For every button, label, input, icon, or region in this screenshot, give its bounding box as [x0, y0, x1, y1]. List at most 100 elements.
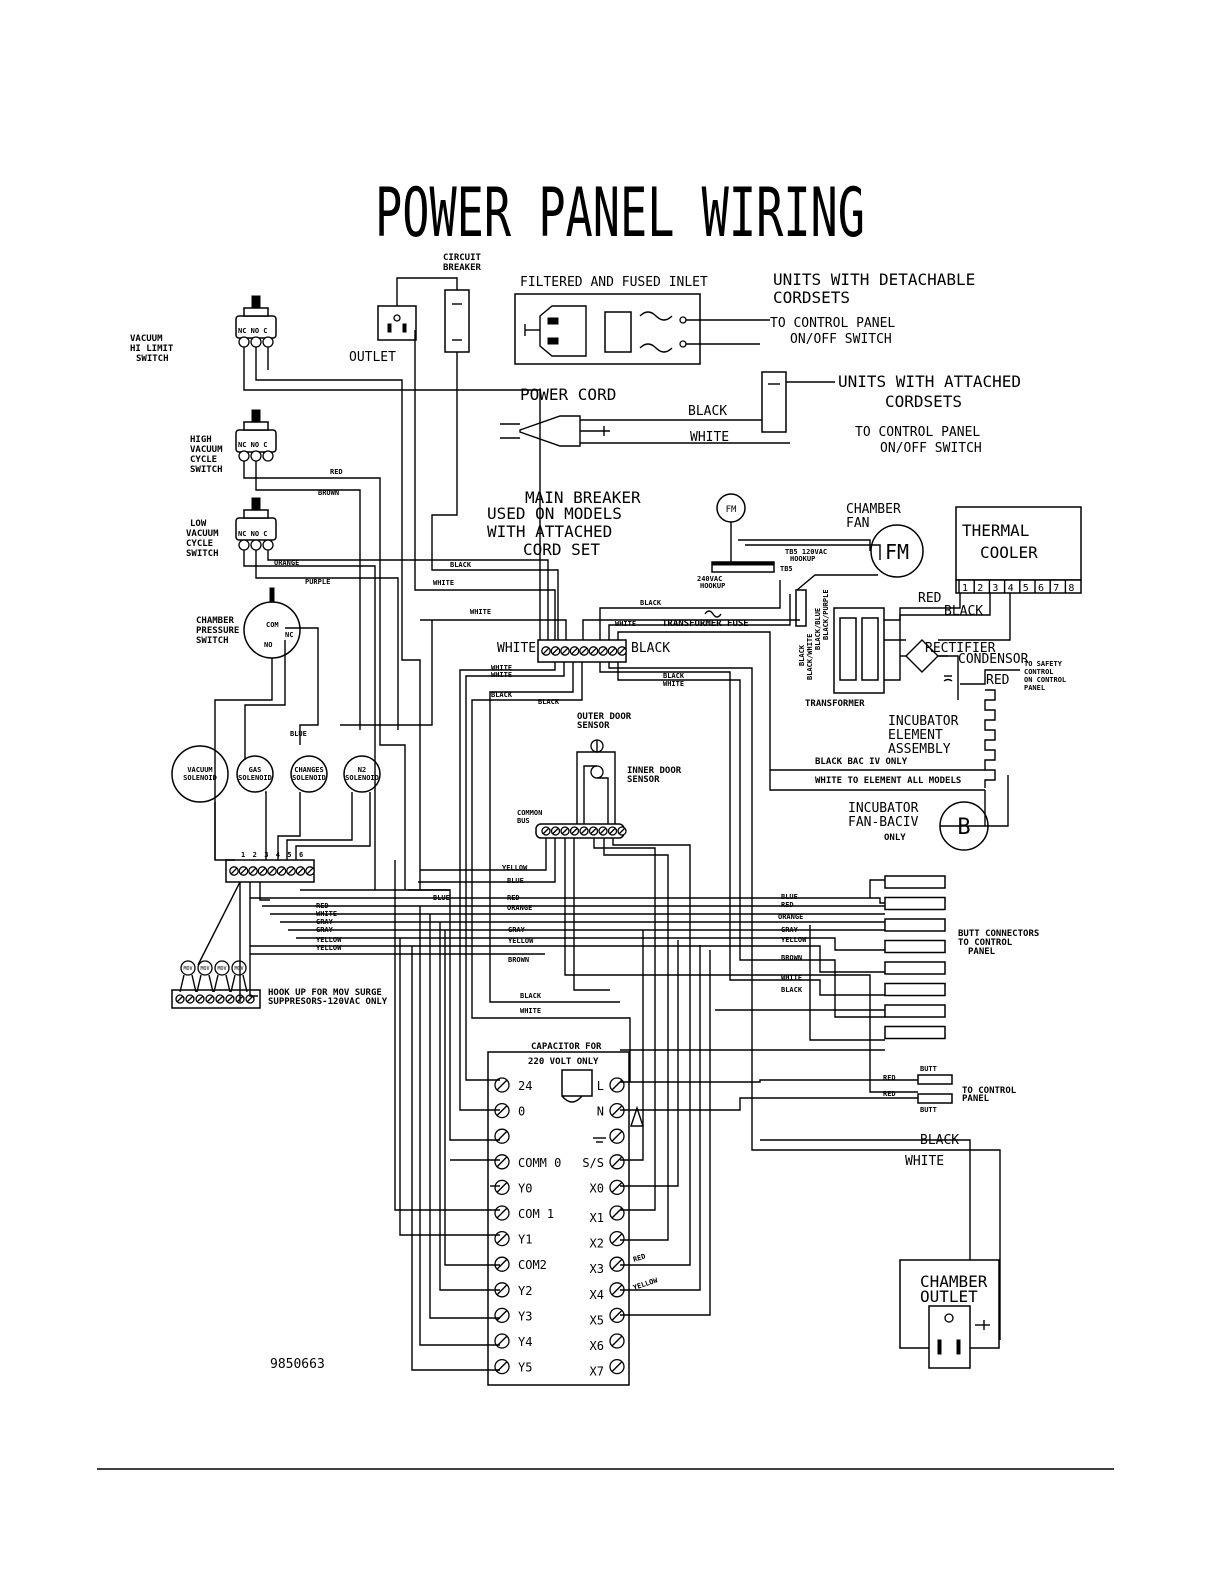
butt-connector-red-2 — [917, 1093, 953, 1104]
to-control-panel-1a: TO CONTROL PANEL — [770, 316, 895, 331]
controller-right-label: X5 — [590, 1313, 604, 1327]
controller-right-label: X6 — [590, 1339, 604, 1353]
changes-solenoid-label-1: CHANGES — [294, 766, 324, 774]
bus-terminal-screw — [579, 826, 589, 836]
svg-text:PURPLE: PURPLE — [305, 578, 330, 586]
svg-text:RED: RED — [632, 1252, 647, 1264]
solenoid-terminal-2: 2 — [253, 851, 257, 859]
butt-connector — [884, 1004, 946, 1018]
svg-text:BLUE: BLUE — [781, 893, 798, 901]
svg-text:BROWN: BROWN — [781, 954, 802, 962]
controller-left-terminal — [494, 1102, 510, 1119]
changes-solenoid-label-2: SOLENOID — [292, 774, 326, 782]
butt-label-2: BUTT — [920, 1106, 937, 1114]
svg-text:WHITE: WHITE — [781, 974, 802, 982]
butt-connector — [884, 896, 946, 911]
controller-right-label: X0 — [590, 1181, 604, 1195]
svg-text:BLACK: BLACK — [640, 599, 662, 607]
svg-text:YELLOW: YELLOW — [508, 937, 534, 945]
controller-left-label: COM2 — [518, 1258, 547, 1272]
tb5-120-label-2: HOOKUP — [790, 555, 815, 563]
low-vacuum-label-2: VACUUM — [186, 529, 219, 539]
mov-label: MOV — [217, 966, 226, 972]
svg-text:BLACK/BLUE: BLACK/BLUE — [814, 608, 822, 650]
controller-right-terminal — [609, 1230, 625, 1247]
inner-door-sensor — [590, 765, 604, 779]
bus-terminal-screw — [560, 826, 570, 836]
incubator-element-label-1: INCUBATOR — [888, 714, 959, 729]
svg-text:B: B — [957, 815, 970, 840]
butt-connector — [884, 961, 946, 975]
low-vacuum-label-4: SWITCH — [186, 549, 219, 559]
main-breaker-label-1: MAIN BREAKER — [525, 488, 641, 507]
svg-text:WHITE: WHITE — [615, 620, 636, 628]
main-breaker-label-3: WITH ATTACHED — [487, 522, 612, 541]
bus-terminal-screw — [569, 826, 580, 836]
mov-terminal-screw — [185, 994, 195, 1004]
controller-left-terminal — [494, 1077, 510, 1093]
circuit-breaker-label-1: CIRCUIT — [443, 253, 482, 263]
controller-left-label: Y4 — [518, 1335, 532, 1349]
solenoid-terminal-screw — [257, 866, 268, 876]
svg-text:WHITE: WHITE — [470, 608, 491, 616]
cooler-terminal-8: 8 — [1068, 583, 1074, 594]
svg-text:FM: FM — [885, 540, 909, 564]
controller-right-label: X7 — [590, 1365, 604, 1379]
mov-terminal-screw — [215, 994, 225, 1004]
controller-left-terminal — [494, 1333, 510, 1349]
controller-right-label: X2 — [590, 1237, 604, 1251]
bus-terminal-screw — [598, 826, 608, 836]
svg-text:GRAY: GRAY — [316, 926, 334, 934]
bus-terminal-screw — [607, 826, 618, 836]
mov-hookup-label-2: SUPPRESORS-120VAC ONLY — [268, 997, 388, 1007]
svg-text:ORANGE: ORANGE — [778, 913, 803, 921]
wires — [197, 277, 1020, 1371]
mov-label: MOV — [234, 966, 243, 972]
to-control-panel-1b: ON/OFF SWITCH — [790, 332, 892, 347]
tb5-120-label-1: TB5 120VAC — [785, 548, 827, 556]
butt-connectors-label-3: PANEL — [968, 947, 996, 957]
svg-text:NO: NO — [264, 641, 272, 649]
safety-label-3: ON CONTROL — [1024, 676, 1066, 684]
controller-right-label: X3 — [590, 1262, 604, 1276]
main-terminal-screw — [579, 646, 589, 656]
controller-left-label: 24 — [518, 1079, 532, 1093]
controller-left-label: Y3 — [518, 1309, 532, 1323]
mov-terminal-screw — [205, 994, 215, 1004]
black-label-cooler: BLACK — [944, 604, 983, 619]
common-bus-label-1: COMMON — [517, 809, 542, 817]
diagram-title: POWER PANEL WIRING — [375, 174, 865, 253]
black-bac-label: BLACK BAC IV ONLY — [815, 757, 908, 767]
common-bus-block — [535, 823, 627, 839]
transformer — [795, 589, 885, 694]
outlet — [377, 305, 417, 341]
to-control-panel-2b: ON/OFF SWITCH — [880, 441, 982, 456]
vacuum-solenoid-label-2: SOLENOID — [183, 774, 217, 782]
outlet-label: OUTLET — [349, 350, 396, 365]
svg-text:BROWN: BROWN — [318, 489, 339, 497]
high-vacuum-label-1: HIGH — [190, 435, 212, 445]
controller-left-label: Y2 — [518, 1284, 532, 1298]
cooler-terminal-1: 1 — [962, 583, 968, 594]
circuit-breaker — [444, 289, 470, 353]
bus-terminal-screw — [588, 826, 599, 836]
mov-terminal-screw — [195, 994, 205, 1004]
svg-text:COM: COM — [266, 621, 279, 629]
main-breaker-label-4: CORD SET — [523, 540, 600, 559]
white-element-label: WHITE TO ELEMENT ALL MODELS — [815, 776, 961, 786]
safety-label-4: PANEL — [1024, 684, 1045, 692]
svg-text:RED: RED — [316, 902, 329, 910]
vacuum-hi-limit-label-2: HI LIMIT — [130, 344, 174, 354]
controller-right-label: S/S — [582, 1156, 604, 1170]
inner-door-label-1: INNER DOOR — [627, 766, 682, 776]
svg-text:WHITE: WHITE — [491, 671, 512, 679]
controller-left-label: Y5 — [518, 1361, 532, 1375]
svg-text:RED: RED — [507, 894, 520, 902]
rectifier-label: RECTIFIER — [925, 641, 996, 656]
controller-left-terminal — [494, 1128, 510, 1144]
controller-right-terminal — [609, 1128, 625, 1144]
controller-right-terminal — [609, 1205, 625, 1221]
tb5-label: TB5 — [780, 565, 793, 573]
